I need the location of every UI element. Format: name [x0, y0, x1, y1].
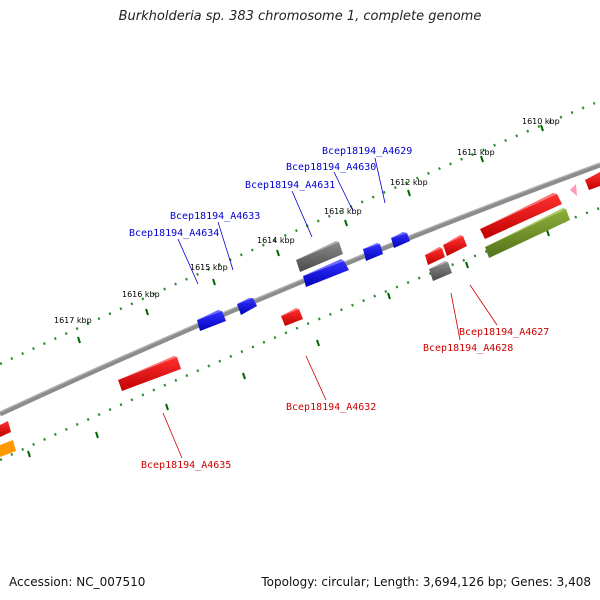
leader-line — [177, 238, 199, 285]
gene-feature-red[interactable] — [0, 421, 11, 437]
gene-feature-pink[interactable] — [570, 184, 577, 196]
gene-label[interactable]: Bcep18194_A4632 — [286, 402, 376, 413]
gene-feature-red[interactable] — [425, 247, 445, 265]
gene-feature-blue[interactable] — [391, 232, 410, 248]
kbp-label: 1611 kbp — [457, 148, 495, 157]
gene-feature-gray[interactable] — [429, 261, 452, 281]
gene-feature-blue[interactable] — [363, 243, 383, 261]
kbp-label: 1616 kbp — [122, 290, 160, 299]
gene-label[interactable]: Bcep18194_A4631 — [245, 180, 335, 191]
leader-line — [333, 171, 354, 212]
leader-line — [291, 190, 313, 238]
kbp-label: 1612 kbp — [390, 178, 428, 187]
kbp-label: 1610 kbp — [522, 117, 560, 126]
gene-feature-red[interactable] — [281, 308, 303, 326]
inner-major-ticks — [27, 229, 550, 458]
kbp-label: 1615 kbp — [190, 263, 228, 272]
gene-feature-red[interactable] — [443, 235, 467, 256]
gene-label[interactable]: Bcep18194_A4633 — [170, 211, 260, 222]
leader-line — [450, 292, 461, 341]
kbp-label: 1614 kbp — [257, 236, 295, 245]
leader-line — [217, 221, 234, 271]
gene-feature-orange[interactable] — [0, 440, 16, 457]
gene-feature-blue[interactable] — [303, 259, 349, 287]
leader-line — [305, 355, 327, 401]
gene-feature-gray[interactable] — [296, 241, 343, 272]
kbp-label: 1613 kbp — [324, 207, 362, 216]
gene-label[interactable]: Bcep18194_A4634 — [129, 228, 219, 239]
topology-text: Topology: circular; Length: 3,694,126 bp… — [261, 575, 591, 589]
gene-label[interactable]: Bcep18194_A4627 — [459, 327, 549, 338]
gene-feature-red[interactable] — [480, 193, 562, 239]
gene-label[interactable]: Bcep18194_A4629 — [322, 146, 412, 157]
leader-line — [374, 157, 386, 204]
chromosome-backbone — [0, 162, 600, 417]
outer-major-ticks — [77, 124, 544, 344]
leader-line — [469, 284, 498, 326]
accession-text: Accession: NC_007510 — [9, 575, 146, 589]
gene-feature-blue[interactable] — [197, 310, 226, 331]
gene-feature-red[interactable] — [585, 172, 600, 190]
gene-label[interactable]: Bcep18194_A4635 — [141, 460, 231, 471]
gene-feature-red[interactable] — [118, 356, 181, 391]
kbp-label: 1617 kbp — [54, 316, 92, 325]
map-title: Burkholderia sp. 383 chromosome 1, compl… — [118, 9, 482, 24]
gene-label[interactable]: Bcep18194_A4630 — [286, 162, 376, 173]
gene-label[interactable]: Bcep18194_A4628 — [423, 343, 513, 354]
gene-feature-blue[interactable] — [237, 298, 257, 315]
leader-line — [162, 412, 183, 459]
gene-feature-olive[interactable] — [485, 208, 570, 258]
